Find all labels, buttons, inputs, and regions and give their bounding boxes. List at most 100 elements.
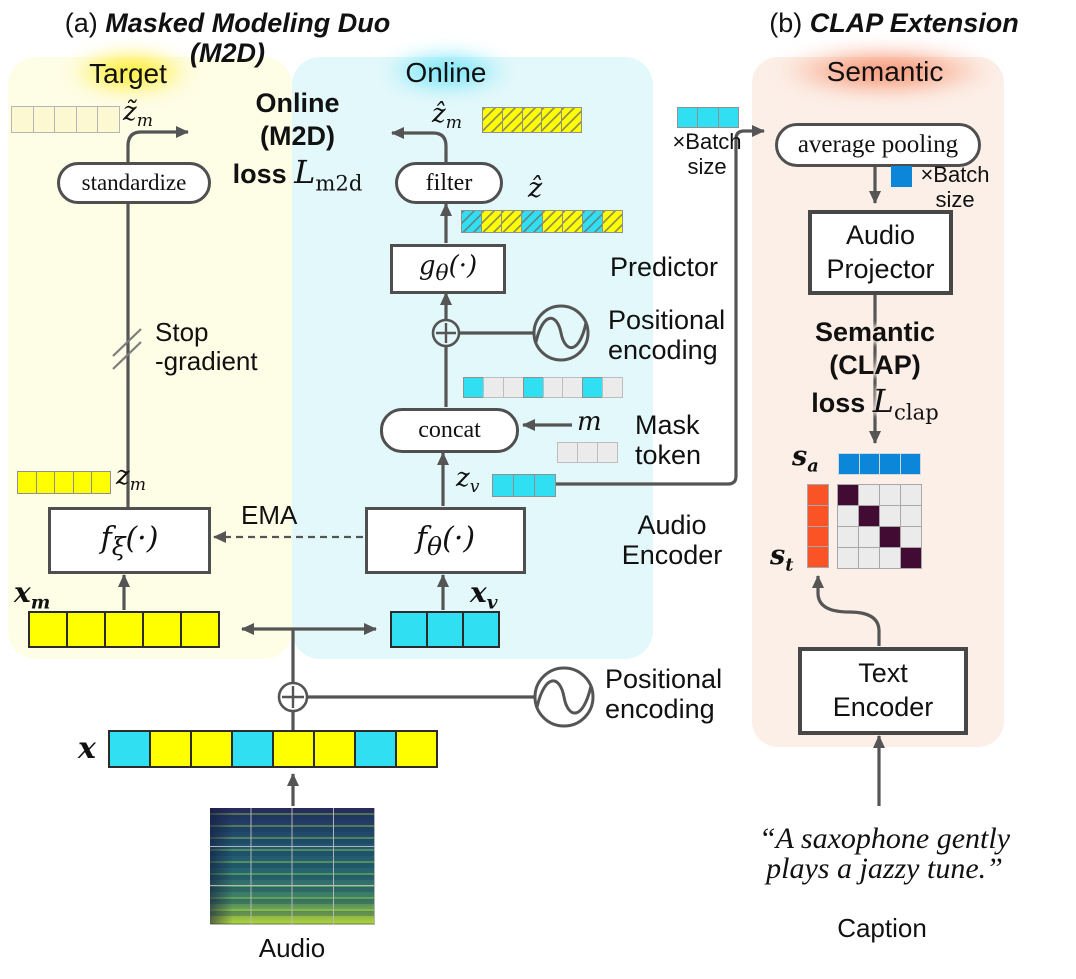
token-cell <box>521 107 543 133</box>
token-cell <box>717 107 739 128</box>
token-cell <box>562 377 584 398</box>
s-t-label: st <box>770 540 794 576</box>
m2d-loss-line2: (M2D) <box>260 120 335 151</box>
audio-label: Audio <box>258 933 326 963</box>
token-cell <box>521 210 543 233</box>
batch-feature-strip <box>677 107 739 128</box>
x-v-label: xv <box>470 576 498 614</box>
token-cell <box>108 730 151 768</box>
token-cell <box>66 611 106 648</box>
token-cell <box>878 504 901 527</box>
token-cell <box>395 730 438 768</box>
positional-encoding-label-upper: Positional encoding <box>608 305 726 366</box>
z-tilde-m-label: z̃m <box>123 97 153 132</box>
mask-token-m-label: m <box>577 407 602 437</box>
token-cell <box>180 611 220 648</box>
z-hat-m-strip <box>482 107 582 133</box>
s-a-strip <box>838 453 921 475</box>
filter-to-loss-arrow <box>391 127 448 163</box>
token-cell <box>582 377 604 398</box>
z-m-strip <box>17 471 111 494</box>
s-a-label: sa <box>792 441 819 477</box>
ema-label: EMA <box>241 500 298 530</box>
token-cell <box>878 525 901 548</box>
batch-size-label-right: ×Batch size <box>920 162 990 212</box>
token-cell <box>542 377 564 398</box>
x-m-label: xm <box>14 576 51 614</box>
token-cell <box>522 377 544 398</box>
target-section-label: Target <box>89 58 167 89</box>
clap-loss-line1: Semantic <box>814 317 936 347</box>
token-cell <box>836 546 859 569</box>
token-cell <box>838 453 860 475</box>
token-cell <box>390 611 428 648</box>
online-glow <box>384 50 510 93</box>
audio-encoder-ftheta: fθ(·) <box>365 507 526 574</box>
filter-node: filter <box>395 162 503 204</box>
token-cell <box>899 525 922 548</box>
s-t-strip <box>807 484 829 568</box>
token-cell <box>857 504 880 527</box>
token-cell <box>899 453 921 475</box>
token-cell <box>190 730 233 768</box>
token-cell <box>597 442 618 463</box>
title-b-prefix: (b) <box>769 8 810 38</box>
token-cell <box>857 525 880 548</box>
token-cell <box>557 442 578 463</box>
token-cell <box>97 106 120 133</box>
token-cell <box>313 730 356 768</box>
target-glow <box>70 50 192 94</box>
token-cell <box>697 107 719 128</box>
token-cell <box>17 471 37 494</box>
token-cell <box>534 474 556 497</box>
token-cell <box>836 504 859 527</box>
blue-token-swatch <box>891 166 912 187</box>
similarity-matrix <box>836 483 922 569</box>
token-cell <box>28 611 68 648</box>
token-cell <box>899 504 922 527</box>
token-cell <box>836 525 859 548</box>
z-hat-strip <box>461 210 623 233</box>
target-to-loss-arrow <box>126 126 189 163</box>
spectrogram-grid <box>210 808 375 925</box>
token-cell <box>481 210 503 233</box>
token-cell <box>142 611 182 648</box>
token-cell <box>561 107 582 133</box>
token-cell <box>75 106 99 133</box>
token-cell <box>807 546 829 568</box>
x-v-strip <box>390 611 500 648</box>
token-cell <box>231 730 274 768</box>
token-cell <box>601 210 623 233</box>
m2d-loss-line3: loss Lm2d <box>232 152 363 196</box>
z-v-strip <box>492 474 556 497</box>
token-cell <box>501 210 523 233</box>
predictor-gtheta: gθ(·) <box>390 244 506 294</box>
token-cell <box>104 611 144 648</box>
audio-projector-box: Audio Projector <box>808 210 953 295</box>
title-b-text: CLAP Extension <box>809 8 1019 38</box>
token-cell <box>677 107 699 128</box>
token-cell <box>35 471 56 494</box>
token-cell <box>577 442 598 463</box>
token-cell <box>91 471 111 494</box>
batch-size-label-left: ×Batch size <box>672 129 742 179</box>
z-v-label: zv <box>456 463 480 498</box>
clap-loss-line2: (CLAP) <box>829 349 921 380</box>
title-a-text: Masked Modeling Duo (M2D) <box>105 8 391 69</box>
spectrogram <box>210 808 375 925</box>
mask-token-strip <box>557 442 618 463</box>
plus-circle-icon <box>277 318 461 713</box>
positional-encoding-label-lower: Positional encoding <box>605 664 723 725</box>
token-cell <box>482 107 503 133</box>
sine-wave-icon <box>532 304 595 728</box>
z-tilde-m-strip <box>11 106 120 133</box>
text-encoder-box: Text Encoder <box>798 647 968 735</box>
z-m-label: zm <box>116 461 146 496</box>
token-cell <box>462 611 500 648</box>
token-cell <box>581 210 603 233</box>
token-cell <box>878 546 901 569</box>
token-cell <box>502 377 524 398</box>
token-cell <box>899 546 922 569</box>
